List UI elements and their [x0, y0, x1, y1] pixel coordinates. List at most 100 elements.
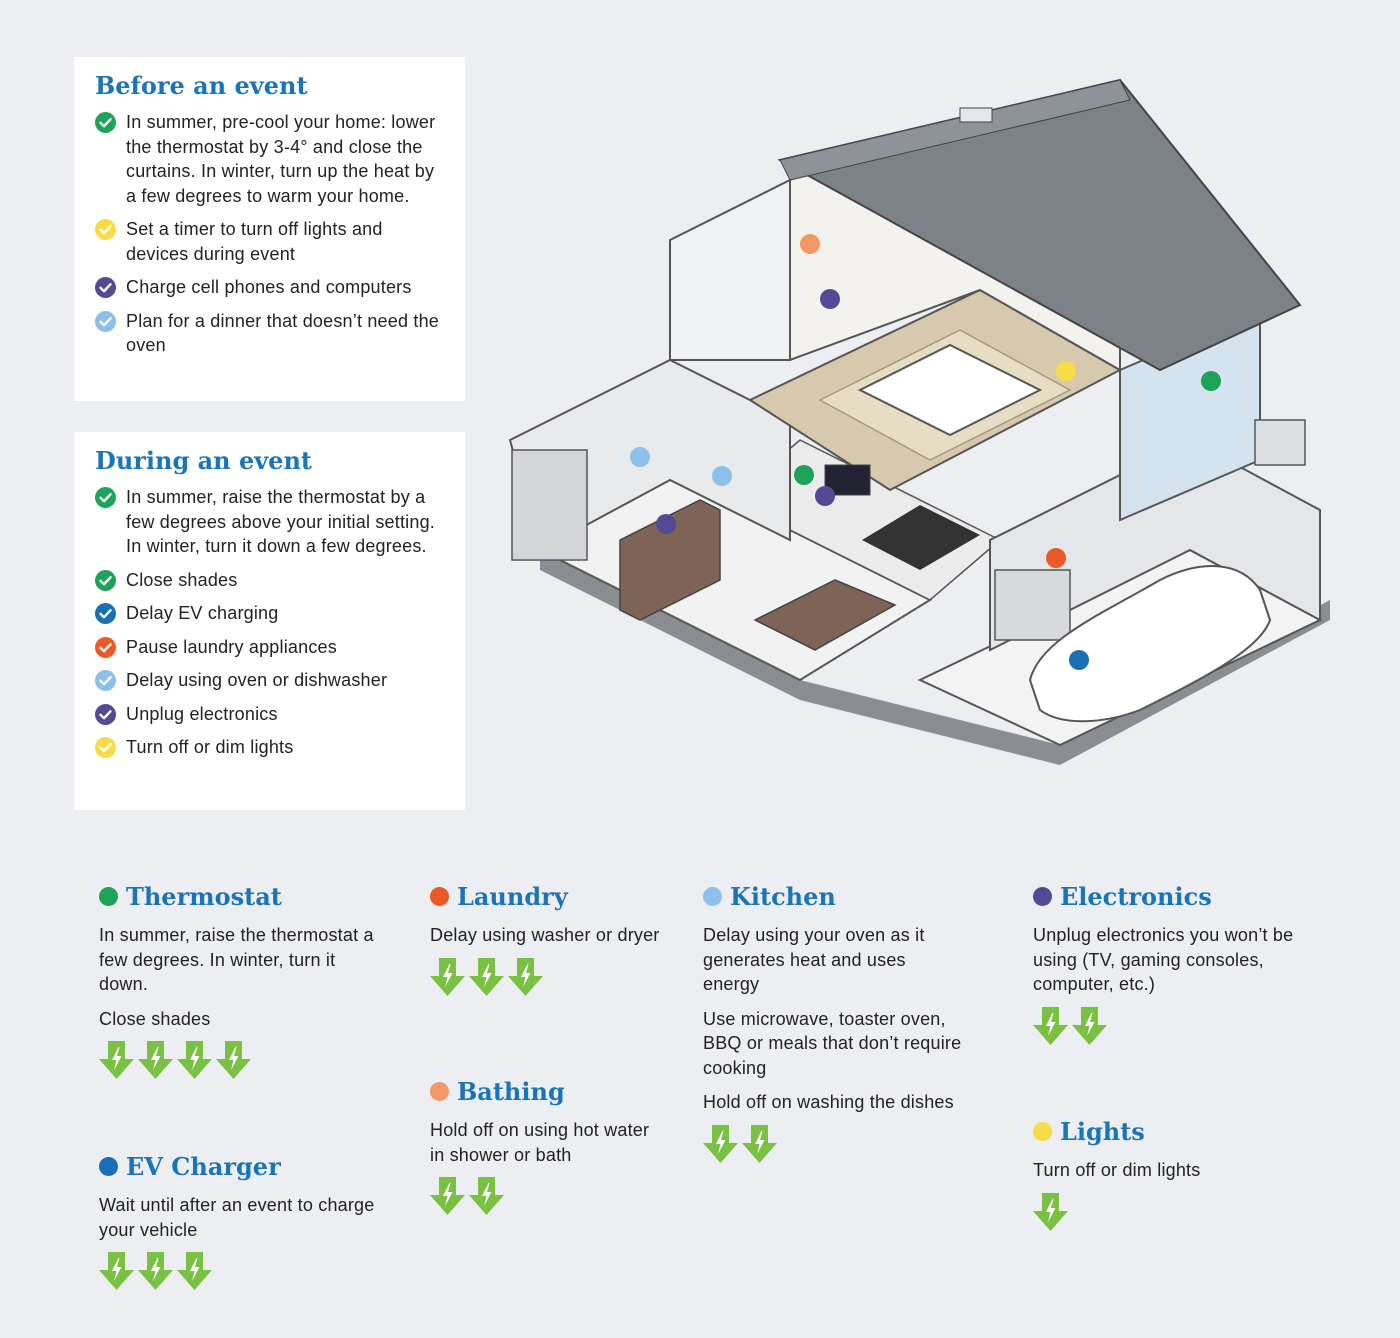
car — [1028, 565, 1272, 723]
ac-unit — [1254, 419, 1306, 466]
laundry-dot-icon — [430, 887, 449, 906]
ev-marker — [1069, 650, 1089, 670]
ev-charger-section: EV Charger Wait until after an event to … — [99, 1152, 389, 1290]
bathing-marker — [800, 234, 820, 254]
washer-dryer — [994, 569, 1071, 641]
list-item: Unplug electronics — [95, 702, 447, 727]
thermostat-dot-icon — [99, 887, 118, 906]
media-rug — [862, 505, 980, 570]
laundry-title: Laundry — [430, 882, 660, 911]
list-item: Delay using oven or dishwasher — [95, 668, 447, 693]
check-icon — [95, 703, 116, 725]
during-event-title: During an event — [95, 446, 312, 475]
energy-arrow-icon — [703, 1124, 738, 1163]
list-item: In summer, raise the thermostat by a few… — [95, 485, 447, 559]
energy-arrows — [430, 1177, 660, 1215]
energy-arrow-icon — [177, 1041, 212, 1079]
ev-line: Wait until after an event to charge your… — [99, 1195, 375, 1240]
roof-ridge — [779, 79, 1131, 181]
kitchen-line: Use microwave, toaster oven, BBQ or meal… — [703, 1008, 962, 1078]
bed — [857, 343, 1043, 437]
thermostat-line: Close shades — [99, 1008, 211, 1029]
house-cutaway-illustration — [508, 78, 1330, 765]
check-icon — [95, 219, 116, 240]
list-item: Close shades — [95, 568, 447, 593]
energy-arrow-icon — [508, 957, 543, 996]
lights-dot-icon — [1033, 1122, 1052, 1141]
refrigerator — [511, 449, 588, 561]
kitchen-title: Kitchen — [703, 882, 963, 911]
check-icon — [95, 277, 116, 298]
electronics-marker — [815, 486, 835, 506]
laundry-line: Delay using washer or dryer — [430, 925, 660, 945]
check-icon — [95, 670, 116, 691]
electronics-section: Electronics Unplug electronics you won’t… — [1033, 882, 1303, 1045]
energy-arrow-icon — [469, 957, 504, 996]
electronics-marker — [820, 289, 840, 309]
check-icon — [95, 310, 116, 332]
electronics-marker — [656, 514, 676, 534]
kitchen-island — [619, 499, 721, 621]
bathing-line: Hold off on using hot water in shower or… — [430, 1120, 650, 1165]
electronics-line: Unplug electronics you won’t be using (T… — [1033, 925, 1294, 994]
check-icon — [95, 636, 116, 658]
energy-arrow-icon — [1033, 1006, 1068, 1045]
check-icon — [95, 737, 116, 758]
kitchen-dot-icon — [703, 887, 722, 906]
bathing-title: Bathing — [430, 1077, 660, 1106]
dining-table — [753, 579, 897, 651]
electronics-title: Electronics — [1033, 882, 1303, 911]
thermostat-marker — [794, 465, 814, 485]
bathing-section: Bathing Hold off on using hot water in s… — [430, 1077, 660, 1215]
energy-arrow-icon — [99, 1041, 134, 1079]
list-item: Set a timer to turn off lights and devic… — [95, 217, 447, 266]
ev-dot-icon — [99, 1157, 118, 1176]
list-item: Plan for a dinner that doesn’t need the … — [95, 309, 447, 358]
skylight — [959, 107, 993, 123]
list-item: Turn off or dim lights — [95, 735, 447, 760]
laundry-section: Laundry Delay using washer or dryer — [430, 882, 660, 996]
thermostat-title: Thermostat — [99, 882, 389, 911]
thermostat-marker — [1201, 371, 1221, 391]
energy-arrows — [430, 957, 660, 996]
kitchen-marker — [712, 466, 732, 486]
during-event-panel: During an event In summer, raise the the… — [74, 432, 465, 810]
lights-title: Lights — [1033, 1117, 1303, 1146]
energy-arrow-icon — [469, 1177, 504, 1215]
energy-arrow-icon — [99, 1252, 134, 1290]
kitchen-line: Delay using your oven as it generates he… — [703, 925, 925, 994]
check-icon — [95, 112, 116, 133]
energy-arrows — [703, 1124, 963, 1163]
energy-arrow-icon — [430, 957, 465, 996]
check-icon — [95, 487, 116, 508]
energy-arrows — [1033, 1192, 1303, 1231]
energy-arrow-icon — [742, 1124, 777, 1163]
before-event-panel: Before an event In summer, pre-cool your… — [74, 57, 465, 401]
check-icon — [95, 603, 116, 624]
kitchen-marker — [630, 447, 650, 467]
list-item: In summer, pre-cool your home: lower the… — [95, 110, 447, 208]
list-item: Charge cell phones and computers — [95, 275, 447, 300]
before-event-title: Before an event — [95, 71, 308, 100]
check-icon — [95, 569, 116, 591]
thermostat-section: Thermostat In summer, raise the thermost… — [99, 882, 389, 1079]
kitchen-line: Hold off on washing the dishes — [703, 1092, 954, 1112]
lights-marker — [1056, 361, 1076, 381]
before-event-list: In summer, pre-cool your home: lower the… — [95, 110, 447, 358]
energy-arrow-icon — [177, 1252, 212, 1290]
bathroom — [669, 178, 791, 361]
ev-charger-title: EV Charger — [99, 1152, 389, 1181]
energy-arrow-icon — [1072, 1006, 1107, 1045]
list-item: Delay EV charging — [95, 601, 447, 626]
laundry-marker — [1046, 548, 1066, 568]
lights-line: Turn off or dim lights — [1033, 1160, 1201, 1180]
energy-arrow-icon — [216, 1041, 251, 1079]
kitchen-section: Kitchen Delay using your oven as it gene… — [703, 882, 963, 1163]
lights-section: Lights Turn off or dim lights — [1033, 1117, 1303, 1231]
bathing-dot-icon — [430, 1082, 449, 1101]
energy-arrows — [99, 1041, 389, 1079]
thermostat-line: In summer, raise the thermostat a few de… — [99, 925, 374, 994]
energy-arrow-icon — [138, 1041, 173, 1079]
during-event-list: In summer, raise the thermostat by a few… — [95, 485, 447, 760]
energy-arrow-icon — [430, 1177, 465, 1215]
